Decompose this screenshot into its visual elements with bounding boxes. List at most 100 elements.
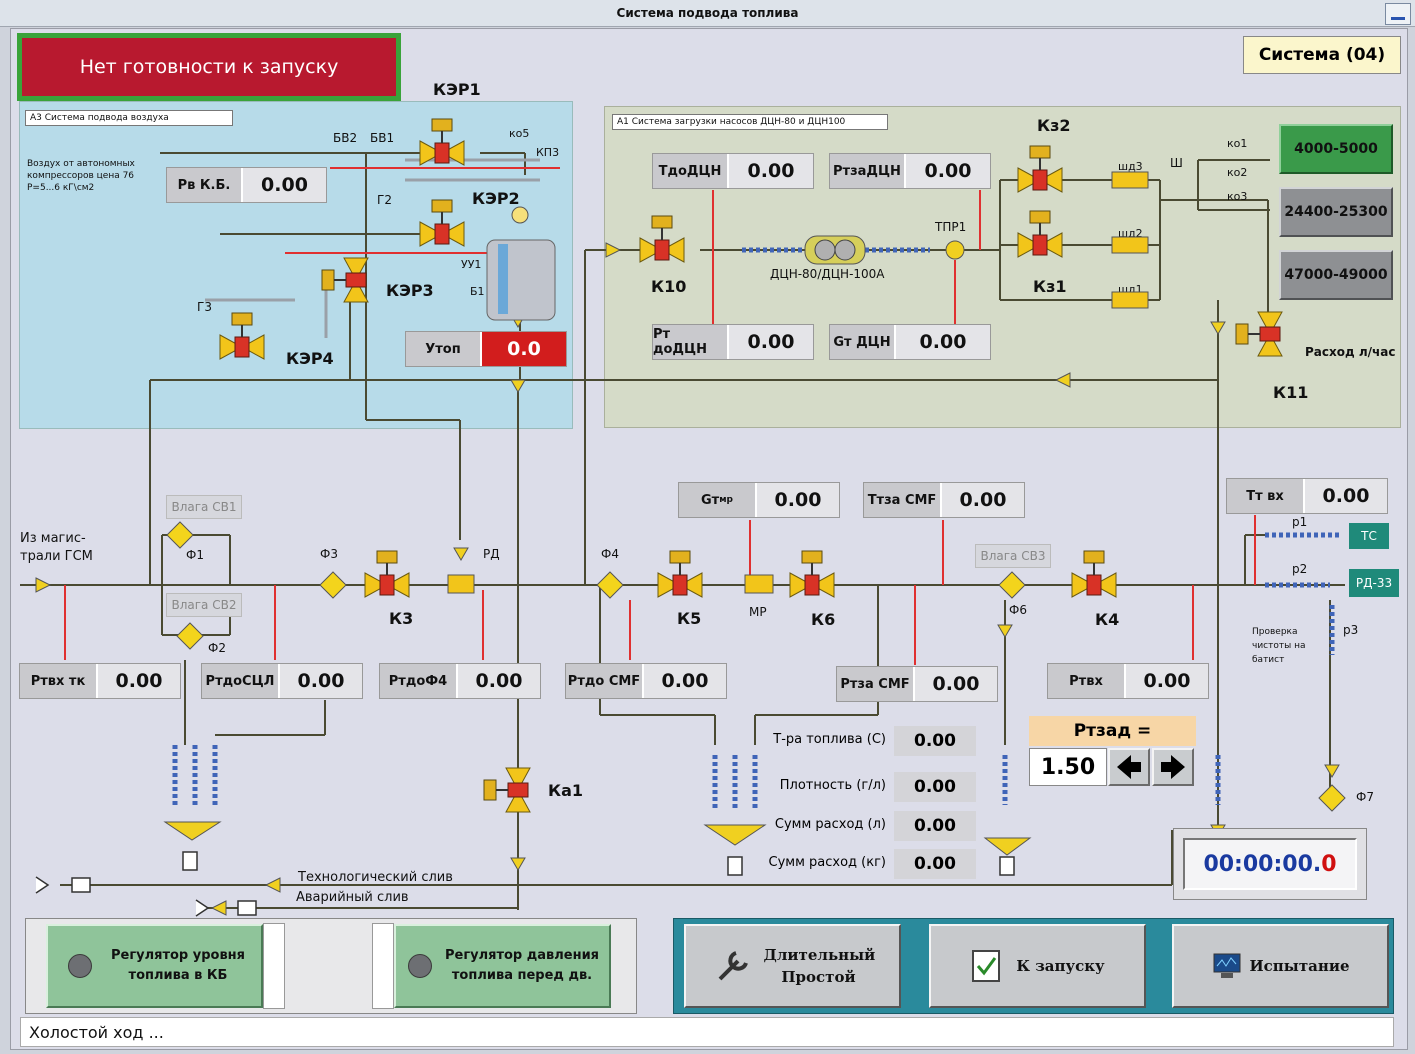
status-line: Холостой ход ... bbox=[20, 1017, 1394, 1047]
readout-label: РтзаДЦН bbox=[830, 154, 906, 188]
readout-label-main: Gт bbox=[700, 492, 720, 508]
panel-a1-tag: А1 Система загрузки насосов ДЦН-80 и ДЦН… bbox=[612, 114, 888, 130]
pump-dcn-symbol bbox=[804, 235, 866, 265]
readout-utop: Утоп 0.0 bbox=[405, 331, 567, 367]
check-note-1: Проверка bbox=[1252, 627, 1298, 637]
readout-value: 0.00 bbox=[1322, 485, 1370, 507]
valve-label-kep1: КЭР1 bbox=[433, 80, 481, 99]
readout-value: 0.00 bbox=[774, 489, 822, 511]
air-source-description: Воздух от автономных компрессоров цена 7… bbox=[27, 158, 135, 194]
rd33-block: РД-33 bbox=[1349, 569, 1399, 597]
status-banner: Нет готовности к запуску bbox=[22, 38, 396, 96]
param-value-total-kg: 0.00 bbox=[894, 849, 976, 879]
param-value-density: 0.00 bbox=[894, 772, 976, 802]
rtzad-label: Ртзад = bbox=[1029, 716, 1196, 746]
valve-label-k4: К4 bbox=[1095, 610, 1120, 629]
arrow-left-icon bbox=[1117, 755, 1141, 779]
label-rd: РД bbox=[483, 547, 500, 561]
panel-air-supply bbox=[19, 101, 573, 429]
readout-label: Утоп bbox=[406, 332, 482, 366]
readout-value: 0.0 bbox=[482, 332, 566, 366]
monitor-icon bbox=[1213, 953, 1240, 978]
readout-rtdo-f4: РтдоФ4 0.00 bbox=[379, 663, 541, 699]
label-g2: Г2 bbox=[377, 193, 392, 207]
readout-rtdo-cmf: Ртдо СМF 0.00 bbox=[565, 663, 727, 699]
readout-label: РтдоФ4 bbox=[380, 664, 458, 698]
range-button-4000-5000[interactable]: 4000-5000 bbox=[1279, 124, 1393, 174]
mode-idle-label: Длительный Простой bbox=[763, 946, 876, 986]
label-p3: р3 bbox=[1343, 623, 1359, 637]
minimize-button[interactable] bbox=[1385, 3, 1411, 25]
readout-label: Ртдо СМF bbox=[566, 664, 644, 698]
mode-test-label: Испытание bbox=[1249, 957, 1350, 975]
readout-gt-dcn: Gт ДЦН 0.00 bbox=[829, 324, 991, 360]
check-note: Проверка чистоты на батист bbox=[1252, 625, 1305, 667]
readout-value: 0.00 bbox=[924, 160, 972, 182]
arrow-right-icon bbox=[1161, 755, 1185, 779]
panel-a3-tag: А3 Система подвода воздуха bbox=[25, 110, 233, 126]
readout-rt-za-dcn: РтзаДЦН 0.00 bbox=[829, 153, 991, 189]
label-g3: Г3 bbox=[197, 300, 212, 314]
source-label-2: трали ГСМ bbox=[20, 549, 93, 564]
valve-label-kz1: Кз1 bbox=[1033, 277, 1067, 296]
timer-last-digit: 0 bbox=[1321, 851, 1337, 877]
label-f2: Ф2 bbox=[208, 641, 226, 655]
window-title: Система подвода топлива bbox=[616, 6, 799, 20]
label-b1: Б1 bbox=[470, 285, 485, 298]
range-button-24400-25300[interactable]: 24400-25300 bbox=[1279, 187, 1393, 237]
mode-launch-button[interactable]: К запуску bbox=[929, 924, 1146, 1008]
readout-value: 0.00 bbox=[297, 670, 345, 692]
label-sh: Ш bbox=[1170, 156, 1183, 170]
label-f4: Ф4 bbox=[601, 547, 619, 561]
check-note-3: батист bbox=[1252, 655, 1285, 665]
valve-label-k10: К10 bbox=[651, 277, 687, 296]
label-f7: Ф7 bbox=[1356, 790, 1374, 804]
regulator-level-slot bbox=[263, 923, 285, 1009]
readout-label: Тт вх bbox=[1227, 479, 1305, 513]
label-mr: МР bbox=[749, 605, 767, 619]
source-label-1: Из магис- bbox=[20, 531, 86, 546]
air-desc-line3: Р=5...6 кГ\см2 bbox=[27, 183, 95, 193]
label-bv1: БВ1 bbox=[370, 131, 395, 145]
mode-test-button[interactable]: Испытание bbox=[1172, 924, 1389, 1008]
rtzad-decrease-button[interactable] bbox=[1108, 748, 1150, 786]
mode-idle-button[interactable]: Длительный Простой bbox=[684, 924, 901, 1008]
regulator-pressure-button[interactable]: Регулятор давления топлива перед дв. bbox=[394, 924, 611, 1008]
label-emergency-drain: Аварийный слив bbox=[296, 890, 409, 905]
rtzad-increase-button[interactable] bbox=[1152, 748, 1194, 786]
label-pump-dcn: ДЦН-80/ДЦН-100А bbox=[770, 267, 885, 281]
tc-block: ТС bbox=[1349, 523, 1389, 549]
regulator-level-button[interactable]: Регулятор уровня топлива в КБ bbox=[46, 924, 263, 1008]
checklist-icon bbox=[972, 950, 1001, 982]
valve-label-k11: К11 bbox=[1273, 383, 1309, 402]
readout-label: Gт ДЦН bbox=[830, 325, 896, 359]
readout-value: 0.00 bbox=[747, 331, 795, 353]
readout-value: 0.00 bbox=[932, 673, 980, 695]
readout-rtvh: Ртвх 0.00 bbox=[1047, 663, 1209, 699]
moisture-sv2: Влага СВ2 bbox=[166, 593, 242, 617]
label-bv2: БВ2 bbox=[333, 131, 358, 145]
label-tpr1: ТПР1 bbox=[935, 220, 967, 234]
label-shd3: шд3 bbox=[1118, 160, 1143, 173]
air-desc-line2: компрессоров цена 76 bbox=[27, 171, 135, 181]
label-flow-rate: Расход л/час bbox=[1305, 345, 1396, 359]
valve-label-kep3: КЭР3 bbox=[386, 281, 434, 300]
check-note-2: чистоты на bbox=[1252, 641, 1306, 651]
range-button-47000-49000[interactable]: 47000-49000 bbox=[1279, 250, 1393, 300]
readout-value: 0.00 bbox=[959, 489, 1007, 511]
label-ko2: ко2 bbox=[1227, 166, 1248, 179]
valve-label-k6: К6 bbox=[811, 610, 836, 629]
readout-value: 0.00 bbox=[115, 670, 163, 692]
regulator-pressure-indicator bbox=[408, 954, 432, 978]
label-ko3: ко3 bbox=[1227, 190, 1248, 203]
regulator-pressure-label: Регулятор давления топлива перед дв. bbox=[444, 948, 600, 983]
readout-label-sub: мр bbox=[719, 495, 734, 505]
readout-label: Рв К.Б. bbox=[167, 168, 243, 202]
label-shd2: шд2 bbox=[1118, 227, 1143, 240]
air-desc-line1: Воздух от автономных bbox=[27, 159, 135, 169]
label-p2: р2 bbox=[1292, 562, 1308, 576]
status-line-text: Холостой ход ... bbox=[29, 1023, 164, 1042]
param-value-total-l: 0.00 bbox=[894, 811, 976, 841]
